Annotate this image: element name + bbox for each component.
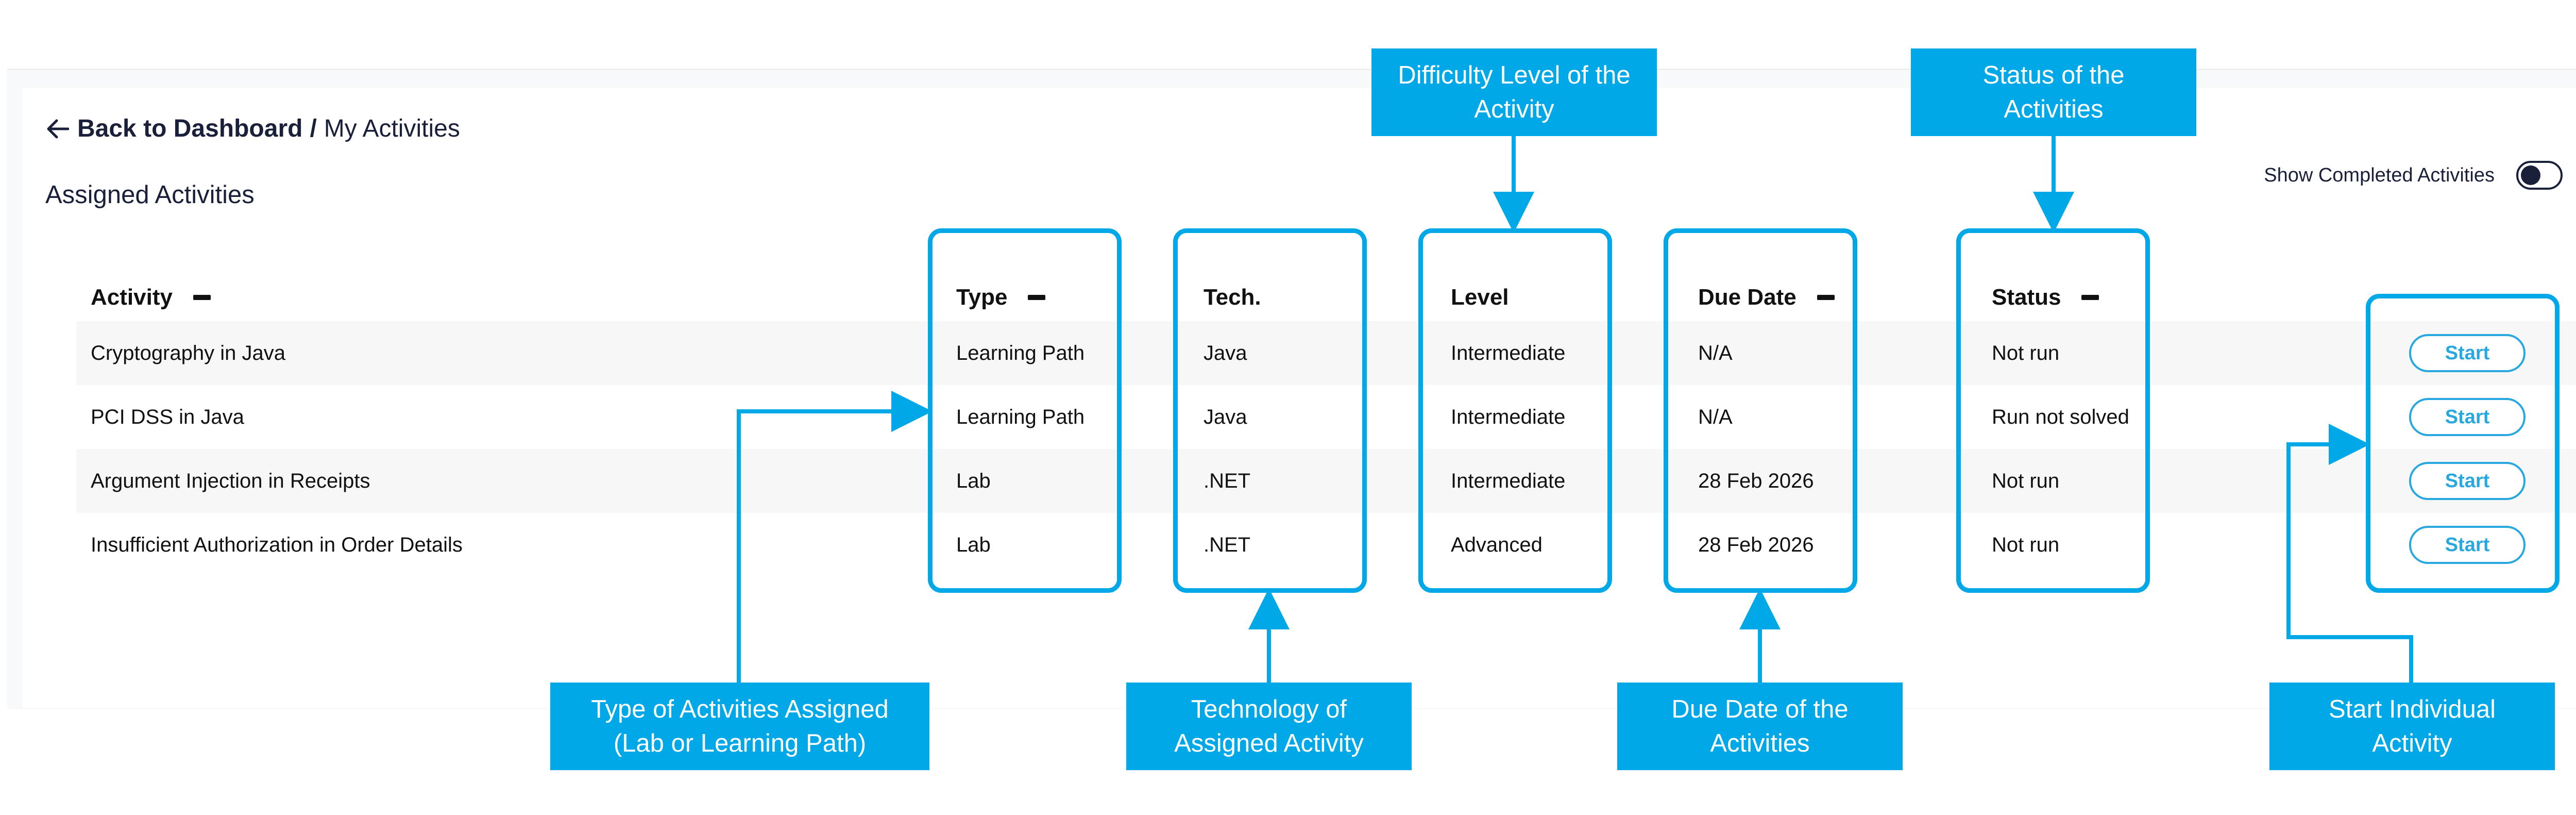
column-header-type[interactable]: Type <box>956 269 1046 326</box>
column-header-level[interactable]: Level <box>1451 269 1509 326</box>
callout-start: Start Individual Activity <box>2269 683 2555 770</box>
status-header-label: Status <box>1992 285 2061 310</box>
cell-type: Lab <box>956 469 991 492</box>
start-button[interactable]: Start <box>2409 334 2526 372</box>
tech-header-label: Tech. <box>1204 285 1261 310</box>
cell-type: Lab <box>956 533 991 556</box>
start-button[interactable]: Start <box>2409 398 2526 436</box>
level-header-label: Level <box>1451 285 1509 310</box>
start-button[interactable]: Start <box>2409 526 2526 564</box>
cell-level: Intermediate <box>1451 469 1566 492</box>
due-date-column-highlight <box>1664 228 1857 593</box>
cell-tech: .NET <box>1204 533 1251 556</box>
cell-tech: Java <box>1204 405 1247 428</box>
table-row[interactable]: PCI DSS in Java Learning Path Java Inter… <box>76 385 2576 449</box>
collapse-icon[interactable] <box>2081 295 2099 300</box>
section-title: Assigned Activities <box>45 181 255 209</box>
show-completed-toggle[interactable] <box>2516 161 2563 190</box>
breadcrumb-separator: / <box>310 115 317 142</box>
type-column-highlight <box>928 228 1122 593</box>
cell-status: Run not solved <box>1992 405 2129 428</box>
show-completed-toggle-group: Show Completed Activities <box>2264 161 2563 190</box>
callout-difficulty: Difficulty Level of the Activity <box>1371 48 1657 136</box>
cell-level: Advanced <box>1451 533 1543 556</box>
collapse-icon[interactable] <box>1028 295 1046 300</box>
due-date-header-label: Due Date <box>1698 285 1797 310</box>
start-column-highlight <box>2366 294 2560 593</box>
table-row[interactable]: Cryptography in Java Learning Path Java … <box>76 321 2576 385</box>
cell-activity[interactable]: Insufficient Authorization in Order Deta… <box>91 533 463 556</box>
column-header-due-date[interactable]: Due Date <box>1698 269 1835 326</box>
cell-due-date: N/A <box>1698 405 1733 428</box>
breadcrumb: Back to Dashboard / My Activities <box>45 114 460 143</box>
cell-due-date: N/A <box>1698 341 1733 364</box>
callout-tech: Technology of Assigned Activity <box>1126 683 1412 770</box>
status-column-highlight <box>1956 228 2150 593</box>
cell-activity[interactable]: PCI DSS in Java <box>91 405 244 428</box>
cell-activity[interactable]: Cryptography in Java <box>91 341 285 364</box>
collapse-icon[interactable] <box>193 295 211 300</box>
level-column-highlight <box>1418 228 1612 593</box>
show-completed-label: Show Completed Activities <box>2264 164 2495 186</box>
column-header-activity[interactable]: Activity <box>91 269 211 326</box>
type-header-label: Type <box>956 285 1008 310</box>
start-button[interactable]: Start <box>2409 462 2526 500</box>
column-header-status[interactable]: Status <box>1992 269 2099 326</box>
cell-due-date: 28 Feb 2026 <box>1698 469 1814 492</box>
cell-level: Intermediate <box>1451 405 1566 428</box>
cell-status: Not run <box>1992 341 2060 364</box>
cell-status: Not run <box>1992 533 2060 556</box>
cell-type: Learning Path <box>956 341 1085 364</box>
back-to-dashboard-link[interactable]: Back to Dashboard <box>45 114 302 143</box>
callout-status: Status of the Activities <box>1911 48 2196 136</box>
table-row[interactable]: Argument Injection in Receipts Lab .NET … <box>76 449 2576 513</box>
collapse-icon[interactable] <box>1817 295 1835 300</box>
callout-type: Type of Activities Assigned (Lab or Lear… <box>550 683 929 770</box>
cell-tech: Java <box>1204 341 1247 364</box>
back-to-dashboard-label: Back to Dashboard <box>77 115 303 142</box>
callout-due-date: Due Date of the Activities <box>1617 683 1903 770</box>
table-header: Activity Type Tech. Level Due Date Statu… <box>47 269 2576 326</box>
arrow-left-icon <box>45 119 69 139</box>
cell-activity[interactable]: Argument Injection in Receipts <box>91 469 370 492</box>
cell-type: Learning Path <box>956 405 1085 428</box>
cell-status: Not run <box>1992 469 2060 492</box>
tech-column-highlight <box>1173 228 1367 593</box>
breadcrumb-current: My Activities <box>324 115 460 142</box>
toggle-knob <box>2521 165 2540 185</box>
cell-tech: .NET <box>1204 469 1251 492</box>
cell-level: Intermediate <box>1451 341 1566 364</box>
table-row[interactable]: Insufficient Authorization in Order Deta… <box>76 513 2576 577</box>
cell-due-date: 28 Feb 2026 <box>1698 533 1814 556</box>
activity-header-label: Activity <box>91 285 173 310</box>
column-header-tech[interactable]: Tech. <box>1204 269 1261 326</box>
